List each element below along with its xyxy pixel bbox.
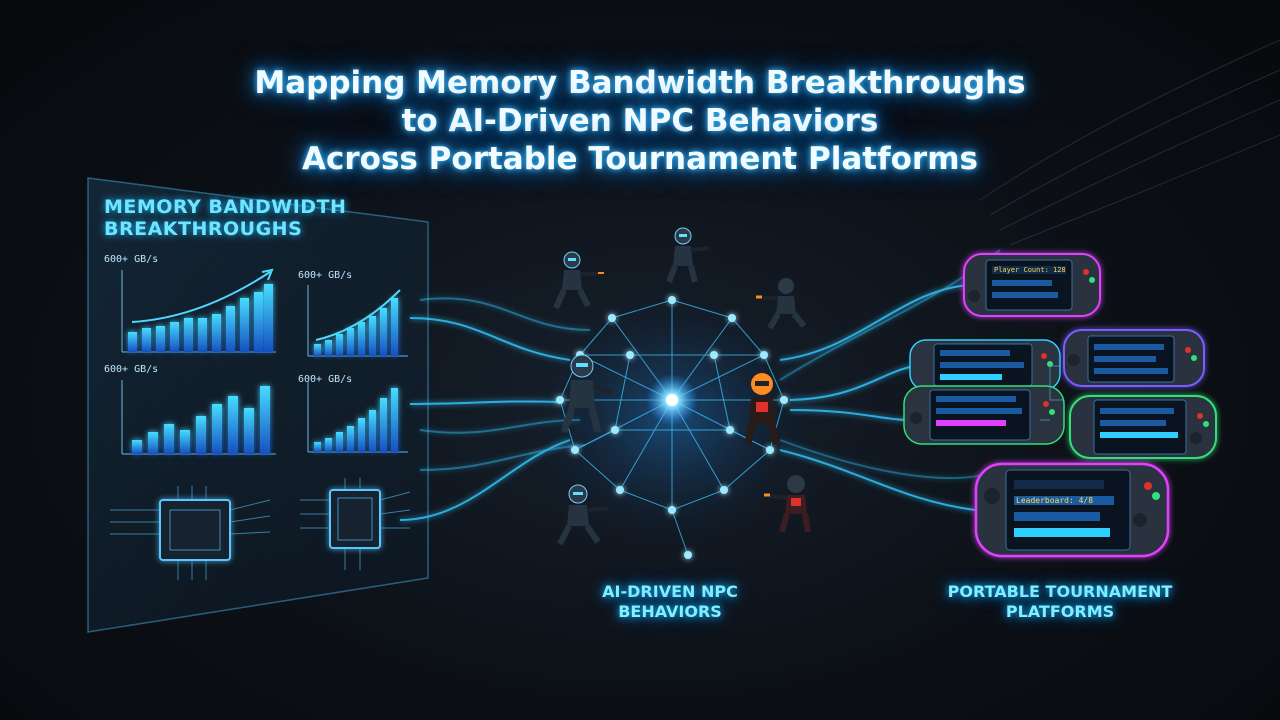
- platform-connectors: [1040, 365, 1064, 421]
- handheld-device-3: [903, 385, 1065, 445]
- npc-figure-5: [744, 373, 780, 445]
- bandwidth-chart-3: [121, 380, 276, 455]
- chart-2-axis-note: 600+ GB/s: [298, 270, 353, 281]
- chart-4-axis-note: 600+ GB/s: [298, 374, 353, 385]
- title-line-1: Mapping Memory Bandwidth Breakthroughs: [254, 65, 1026, 101]
- bandwidth-glass-panel: [87, 177, 429, 633]
- memory-chip-1: [110, 486, 271, 580]
- handheld-1-screen-text: Player Count: 128: [994, 266, 1066, 274]
- platforms-label-line-2: PLATFORMS: [1005, 602, 1115, 621]
- npc-label-line-1: AI-DRIVEN NPC: [602, 582, 738, 601]
- npc-figure-2: [666, 227, 710, 284]
- platforms-section-label: PORTABLE TOURNAMENT PLATFORMS: [920, 582, 1200, 622]
- npc-figure-7: [764, 475, 811, 533]
- memory-chip-2: [300, 478, 411, 570]
- bandwidth-chart-2: [307, 285, 408, 357]
- npc-figure-6: [557, 484, 609, 546]
- npc-figure-1: [553, 251, 604, 310]
- platforms-label-line-1: PORTABLE TOURNAMENT: [947, 582, 1173, 601]
- handheld-device-4: [1063, 329, 1205, 387]
- handheld-device-5: [1069, 395, 1217, 459]
- background-streaks: [979, 39, 1280, 246]
- handheld-device-1: [963, 253, 1101, 317]
- npc-figure-4: [560, 354, 613, 434]
- npc-section-label: AI-DRIVEN NPC BEHAVIORS: [560, 582, 780, 622]
- handheld-6-screen-text: Leaderboard: 4/8: [1016, 496, 1094, 505]
- page-title: Mapping Memory Bandwidth Breakthroughs t…: [0, 64, 1280, 178]
- npc-label-line-2: BEHAVIORS: [618, 602, 722, 621]
- title-line-2: to AI-Driven NPC Behaviors: [401, 103, 879, 139]
- neural-network-brain: [532, 295, 812, 559]
- npc-figure-3: [756, 278, 807, 330]
- title-line-3: Across Portable Tournament Platforms: [302, 141, 978, 177]
- bandwidth-heading-line-1: MEMORY BANDWIDTH: [104, 196, 347, 218]
- handheld-device-6: [974, 462, 1170, 558]
- chart-3-axis-note: 600+ GB/s: [104, 364, 159, 375]
- bandwidth-chart-1: [121, 268, 276, 353]
- bandwidth-panel-heading: MEMORY BANDWIDTH BREAKTHROUGHS: [104, 196, 404, 240]
- handheld-device-2: [909, 339, 1061, 391]
- chart-1-axis-note: 600+ GB/s: [104, 254, 159, 265]
- bandwidth-heading-line-2: BREAKTHROUGHS: [104, 218, 303, 240]
- bandwidth-chart-4: [307, 382, 408, 453]
